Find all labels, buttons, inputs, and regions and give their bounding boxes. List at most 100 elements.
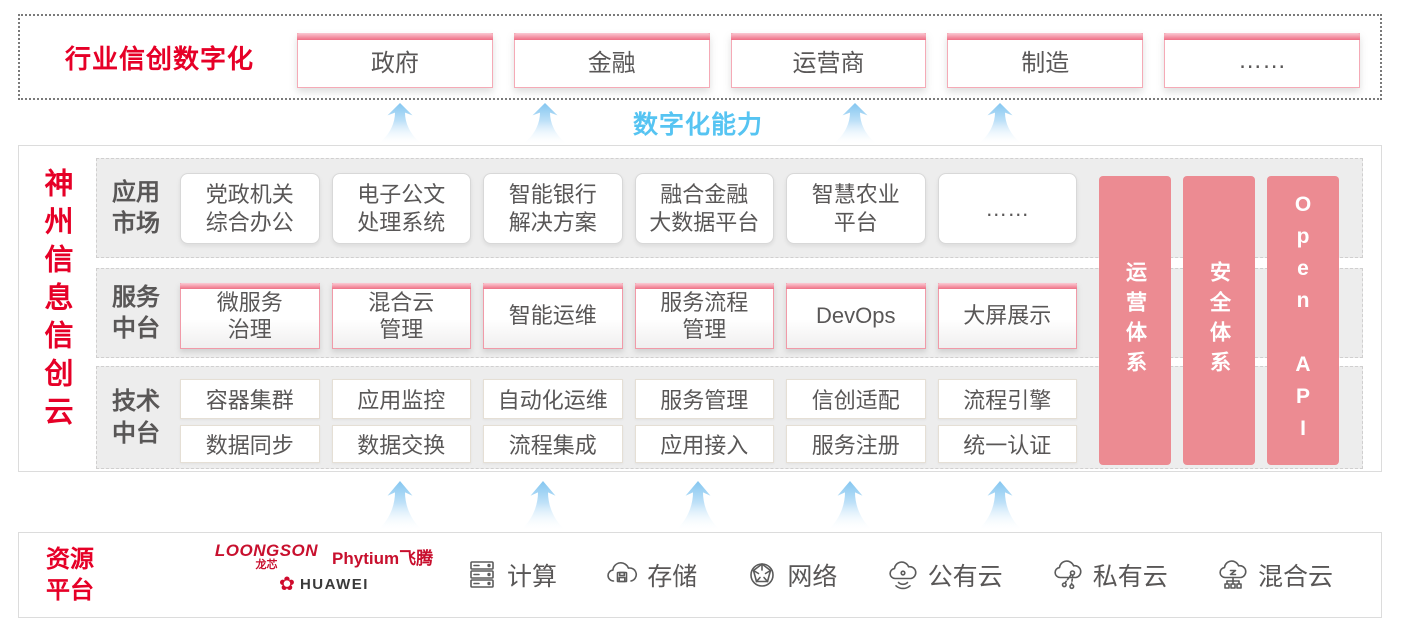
- tech-middle-items-top: 容器集群 应用监控 自动化运维 服务管理 信创适配 流程引擎: [180, 379, 1077, 419]
- up-arrow-icon: [378, 103, 422, 144]
- box-accent-bar: [483, 283, 623, 289]
- service-box: 智能运维: [483, 283, 623, 349]
- box-accent-bar: [331, 283, 471, 289]
- tech-box: 数据同步: [180, 425, 320, 463]
- phytium-logo: Phytium飞腾: [332, 544, 433, 569]
- pillar-label: Open API: [1291, 192, 1315, 449]
- industry-box-government: 政府: [297, 33, 493, 88]
- tech-middle-row: 技术 中台 容器集群 应用监控 自动化运维 服务管理 信创适配 流程引擎 数据同…: [96, 366, 1363, 469]
- app-box: 智慧农业 平台: [786, 173, 926, 244]
- service-middle-items: 微服务 治理 混合云 管理 智能运维 服务流程 管理 DevOps 大屏展示: [180, 283, 1077, 349]
- service-box: 服务流程 管理: [634, 283, 774, 349]
- tech-box: 容器集群: [180, 379, 320, 419]
- huawei-logo-icon: ✿: [279, 574, 295, 595]
- resource-network: 网络: [744, 557, 837, 593]
- service-middle-label: 服务 中台: [112, 283, 160, 342]
- resource-label: 计算: [507, 563, 558, 591]
- pillar-label: 运营体系: [1123, 260, 1147, 381]
- box-accent-bar: [947, 33, 1144, 40]
- tech-middle-items-bottom: 数据同步 数据交换 流程集成 应用接入 服务注册 统一认证: [180, 425, 1077, 463]
- tech-box: 信创适配: [786, 379, 926, 419]
- industry-box-manufacturing: 制造: [947, 33, 1144, 88]
- industry-label: ……: [1238, 46, 1287, 74]
- up-arrow-icon: [676, 481, 720, 530]
- app-market-items: 党政机关 综合办公 电子公文 处理系统 智能银行 解决方案 融合金融 大数据平台…: [180, 173, 1077, 244]
- box-accent-bar: [1164, 33, 1360, 40]
- service-box-label: 智能运维: [508, 303, 597, 329]
- industry-label: 政府: [370, 50, 419, 77]
- pillar-operation-system: 运营体系: [1099, 176, 1171, 465]
- resource-hybrid-cloud: 混合云: [1215, 557, 1333, 593]
- pillar-label: 安全体系: [1207, 260, 1231, 381]
- huawei-logo: ✿ HUAWEI: [279, 575, 369, 594]
- resource-label: 存储: [647, 563, 698, 591]
- resource-services: 计算 存储 网络: [464, 533, 1333, 617]
- tech-box: 统一认证: [937, 425, 1077, 463]
- up-arrow-icon: [978, 481, 1022, 530]
- resource-storage: 存储: [604, 557, 697, 593]
- tech-middle-label: 技术 中台: [112, 388, 160, 447]
- box-accent-bar: [937, 283, 1077, 289]
- resource-label: 私有云: [1092, 563, 1168, 591]
- service-box-label: 服务流程 管理: [660, 289, 749, 343]
- private-cloud-icon: [1054, 560, 1082, 590]
- app-box-more: ……: [937, 173, 1077, 244]
- platform-vertical-title: 神州信息信创云: [40, 168, 72, 434]
- box-accent-bar: [513, 33, 710, 40]
- resource-platform-panel: 资源 平台 LOONGSON 龙芯 Phytium飞腾 ✿ HUAWEI: [18, 532, 1382, 618]
- service-box: 大屏展示: [937, 283, 1077, 349]
- storage-icon: [607, 562, 638, 583]
- compute-icon: [470, 561, 494, 588]
- hybrid-cloud-icon: [1219, 560, 1247, 589]
- service-box-label: DevOps: [816, 303, 896, 329]
- resource-compute: 计算: [464, 557, 557, 593]
- app-box: 智能银行 解决方案: [483, 173, 623, 244]
- industry-box-more: ……: [1164, 33, 1360, 88]
- industry-row: 政府 金融 运营商 制造 ……: [297, 33, 1360, 88]
- tech-box: 数据交换: [331, 425, 471, 463]
- service-box-label: 混合云 管理: [368, 289, 435, 343]
- industry-label: 制造: [1021, 50, 1070, 77]
- app-market-row: 应用 市场 党政机关 综合办公 电子公文 处理系统 智能银行 解决方案 融合金融…: [96, 158, 1363, 258]
- resource-label: 混合云: [1257, 563, 1333, 591]
- tech-box: 应用接入: [634, 425, 774, 463]
- industry-banner-title: 行业信创数字化: [65, 43, 255, 74]
- industry-label: 运营商: [792, 50, 865, 77]
- app-box: 电子公文 处理系统: [331, 173, 471, 244]
- loongson-logo: LOONGSON 龙芯: [215, 542, 318, 571]
- industry-banner: 行业信创数字化 政府 金融 运营商 制造 ……: [18, 14, 1382, 100]
- resource-platform-label: 资源 平台: [46, 545, 94, 604]
- resource-label: 公有云: [927, 563, 1003, 591]
- up-arrow-icon: [833, 103, 877, 144]
- box-accent-bar: [634, 283, 774, 289]
- cloud-platform-panel: 神州信息信创云 应用 市场 党政机关 综合办公 电子公文 处理系统 智能银行 解…: [18, 145, 1382, 472]
- up-arrow-icon: [828, 481, 872, 530]
- app-market-label: 应用 市场: [112, 178, 160, 237]
- resource-private-cloud: 私有云: [1050, 557, 1168, 593]
- up-arrow-icon: [523, 103, 567, 144]
- box-accent-bar: [297, 33, 493, 40]
- phytium-logo-text: Phytium: [332, 549, 400, 568]
- industry-box-operator: 运营商: [730, 33, 927, 88]
- industry-label: 金融: [587, 50, 636, 77]
- loongson-logo-text: LOONGSON: [214, 541, 319, 560]
- box-accent-bar: [730, 33, 927, 40]
- service-middle-row: 服务 中台 微服务 治理 混合云 管理 智能运维 服务流程 管理 DevOps …: [96, 268, 1363, 358]
- service-box-label: 微服务 治理: [216, 289, 283, 343]
- resource-label: 网络: [787, 563, 838, 591]
- service-box-label: 大屏展示: [963, 303, 1052, 329]
- tech-box: 流程引擎: [937, 379, 1077, 419]
- tech-box: 服务注册: [786, 425, 926, 463]
- pillar-open-api: Open API: [1267, 176, 1339, 465]
- public-cloud-icon: [888, 561, 917, 590]
- industry-box-finance: 金融: [513, 33, 710, 88]
- up-arrow-icon: [378, 481, 422, 530]
- vendor-logos: LOONGSON 龙芯 Phytium飞腾 ✿ HUAWEI: [209, 542, 439, 594]
- tech-box: 应用监控: [331, 379, 471, 419]
- tech-box: 自动化运维: [483, 379, 623, 419]
- box-accent-bar: [786, 283, 926, 289]
- capability-label: 数字化能力: [633, 111, 764, 139]
- app-box: 党政机关 综合办公: [180, 173, 320, 244]
- phytium-logo-cn: 飞腾: [399, 549, 434, 568]
